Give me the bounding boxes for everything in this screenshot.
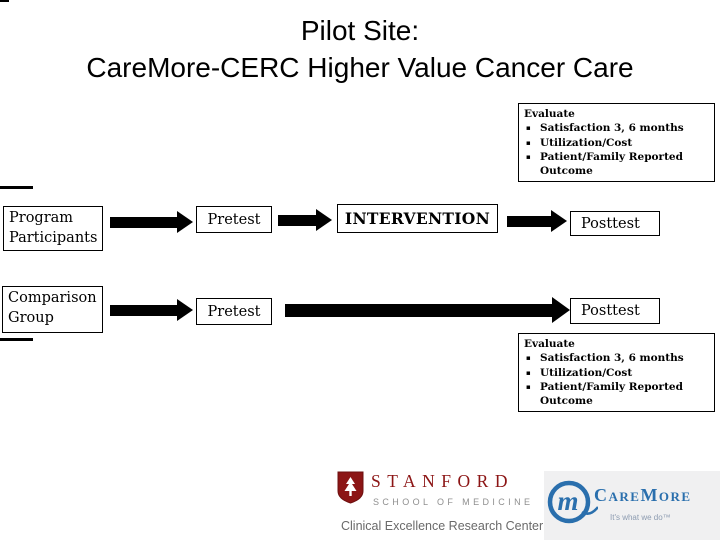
- stanford-shield-icon: [337, 471, 364, 504]
- slide-title: Pilot Site: CareMore-CERC Higher Value C…: [0, 12, 720, 86]
- evaluate-heading: Evaluate: [524, 108, 575, 120]
- edge-artifact-mid: [0, 186, 33, 189]
- caremore-tagline: It's what we do™: [610, 513, 671, 522]
- slide-title-line2: CareMore-CERC Higher Value Cancer Care: [86, 52, 634, 83]
- caremore-wordmark: CareMore: [594, 485, 692, 505]
- bullet-icon: ▪: [526, 353, 531, 363]
- arrow-right-long-icon: [285, 297, 570, 323]
- evaluate-box-top: Evaluate ▪ Satisfaction 3, 6 months ▪ Ut…: [518, 103, 715, 182]
- arrow-right-icon: [507, 210, 567, 232]
- box-program-participants: Program Participants: [3, 206, 103, 251]
- box-comparison-group: Comparison Group: [2, 286, 103, 333]
- edge-artifact-bottom: [0, 338, 33, 341]
- evaluate-bullet: ▪ Satisfaction 3, 6 months: [526, 122, 684, 135]
- stanford-caption: Clinical Excellence Research Center: [341, 519, 544, 533]
- stanford-wordmark: STANFORD: [371, 471, 514, 491]
- evaluate-box-bottom: Evaluate ▪ Satisfaction 3, 6 months ▪ Ut…: [518, 333, 715, 412]
- svg-text:m: m: [557, 486, 578, 516]
- caremore-logo: m CareMore It's what we do™: [544, 471, 720, 540]
- arrow-right-icon: [110, 299, 193, 321]
- edge-artifact-top: [0, 0, 9, 2]
- stanford-subtitle: SCHOOL OF MEDICINE: [373, 497, 534, 507]
- bullet-icon: ▪: [526, 367, 531, 377]
- box-pretest-row1: Pretest: [196, 206, 272, 233]
- arrow-right-icon: [110, 211, 193, 233]
- evaluate-bullet: ▪ Satisfaction 3, 6 months: [526, 352, 684, 365]
- box-intervention: INTERVENTION: [337, 204, 498, 233]
- slide-title-line1: Pilot Site:: [300, 15, 420, 46]
- evaluate-bullet: ▪ Patient/Family Reported Outcome: [526, 150, 683, 178]
- box-posttest-row1: Posttest: [570, 211, 660, 236]
- box-pretest-row2: Pretest: [196, 298, 272, 325]
- bullet-icon: ▪: [526, 381, 531, 391]
- bullet-icon: ▪: [526, 151, 531, 161]
- evaluate-heading: Evaluate: [524, 338, 575, 350]
- arrow-right-icon: [278, 209, 332, 231]
- box-posttest-row2: Posttest: [570, 298, 660, 324]
- evaluate-bullet: ▪ Patient/Family Reported Outcome: [526, 380, 683, 408]
- evaluate-bullet: ▪ Utilization/Cost: [526, 136, 633, 149]
- bullet-icon: ▪: [526, 137, 531, 147]
- bullet-icon: ▪: [526, 123, 531, 133]
- evaluate-bullet: ▪ Utilization/Cost: [526, 366, 633, 379]
- caremore-m-circle-icon: m: [547, 480, 598, 524]
